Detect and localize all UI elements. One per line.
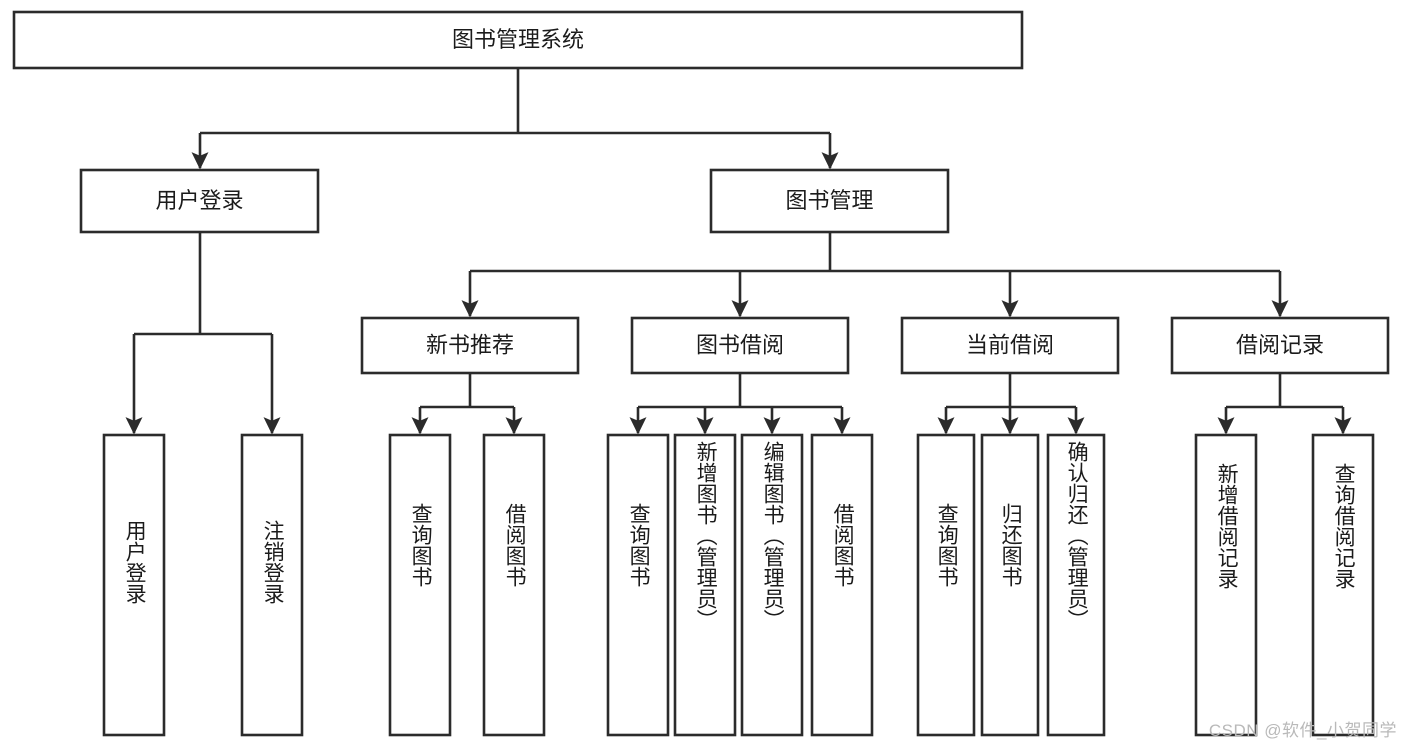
edge-group	[125, 68, 1352, 435]
node-new-book-recommend-label: 新书推荐	[426, 332, 514, 357]
node-leaf-user-login-box[interactable]	[102, 433, 166, 737]
node-borrow-record-label: 借阅记录	[1236, 332, 1324, 357]
node-user-login-label: 用户登录	[155, 188, 243, 213]
node-book-borrow[interactable]: 图书借阅	[630, 316, 850, 375]
node-current-borrow-label: 当前借阅	[966, 332, 1054, 357]
csdn-watermark: CSDN @软件_小贺同学	[1208, 721, 1397, 740]
node-leaf-user-logout-box[interactable]	[240, 433, 304, 737]
node-leaf-edit-book-admin-box[interactable]	[740, 433, 804, 737]
node-leaf-query-book-borrow-box[interactable]	[606, 433, 670, 737]
node-book-management[interactable]: 图书管理	[709, 168, 950, 234]
node-book-borrow-label: 图书借阅	[696, 332, 784, 357]
node-leaf-query-book-current-box[interactable]	[916, 433, 976, 737]
node-current-borrow[interactable]: 当前借阅	[900, 316, 1120, 375]
node-root-label: 图书管理系统	[452, 27, 584, 52]
node-borrow-record[interactable]: 借阅记录	[1170, 316, 1390, 375]
leaf-node-group	[102, 433, 1375, 737]
node-book-borrow-box[interactable]	[630, 316, 850, 375]
node-leaf-borrow-book-box[interactable]	[810, 433, 874, 737]
node-user-login-box[interactable]	[79, 168, 320, 234]
node-user-login[interactable]: 用户登录	[79, 168, 320, 234]
node-book-management-label: 图书管理	[785, 188, 873, 213]
node-current-borrow-box[interactable]	[900, 316, 1120, 375]
node-new-book-recommend[interactable]: 新书推荐	[360, 316, 580, 375]
node-book-management-box[interactable]	[709, 168, 950, 234]
node-leaf-return-book-box[interactable]	[980, 433, 1040, 737]
node-leaf-borrow-book-recommend-box[interactable]	[482, 433, 546, 737]
node-borrow-record-box[interactable]	[1170, 316, 1390, 375]
node-leaf-query-borrow-record-box[interactable]	[1311, 433, 1375, 737]
node-leaf-query-book-recommend-box[interactable]	[388, 433, 452, 737]
node-leaf-add-book-admin-box[interactable]	[673, 433, 737, 737]
node-new-book-recommend-box[interactable]	[360, 316, 580, 375]
node-leaf-add-borrow-record-box[interactable]	[1194, 433, 1258, 737]
node-root-box[interactable]	[12, 10, 1024, 70]
node-root[interactable]: 图书管理系统	[12, 10, 1024, 70]
node-leaf-confirm-return-admin-box[interactable]	[1046, 433, 1106, 737]
